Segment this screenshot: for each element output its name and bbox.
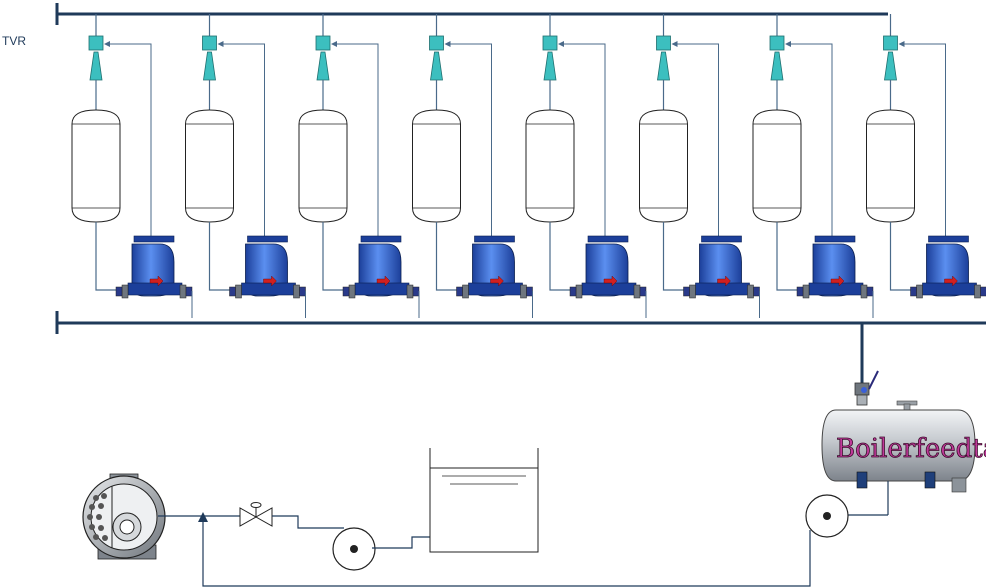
flow-arrow-icon: [263, 275, 277, 287]
control-valve[interactable]: [88, 35, 104, 81]
flow-arrow-icon: [376, 275, 391, 287]
process-unit: [71, 14, 193, 318]
process-vessel: [412, 109, 461, 223]
process-unit: [412, 14, 533, 318]
control-valve[interactable]: [883, 35, 898, 81]
process-vessel: [752, 109, 802, 223]
process-vessel: [185, 109, 234, 223]
tvr-label: TVR: [2, 34, 26, 48]
boiler: [82, 473, 166, 560]
control-valve[interactable]: [315, 35, 331, 81]
pump-to-tank-pipe: [372, 536, 430, 549]
steam-trap[interactable]: [683, 235, 760, 299]
feedtank-label: Boilerfeedtank: [836, 434, 986, 464]
flow-arrow-icon: [717, 275, 731, 287]
process-vessel: [298, 109, 348, 223]
control-valve[interactable]: [656, 35, 671, 81]
process-unit: [185, 14, 306, 318]
steam-trap[interactable]: [456, 235, 533, 299]
flow-arrow: [198, 512, 208, 522]
flow-arrow-icon: [149, 275, 164, 287]
process-vessel: [866, 109, 915, 223]
process-unit: [298, 14, 420, 318]
steam-trap[interactable]: [569, 235, 647, 299]
control-valve[interactable]: [202, 35, 217, 81]
steam-trap[interactable]: [796, 235, 874, 299]
flow-arrow-icon: [603, 275, 618, 287]
valve-to-pump-pipe: [272, 515, 344, 529]
process-unit: [752, 14, 874, 318]
tank-inlet-valve[interactable]: [854, 370, 879, 406]
process-unit: [525, 14, 647, 318]
steam-trap[interactable]: [115, 235, 193, 299]
steam-trap[interactable]: [229, 235, 306, 299]
flow-arrow-icon: [944, 275, 958, 287]
process-unit: [639, 14, 760, 318]
process-vessel: [525, 109, 575, 223]
process-vessel: [639, 109, 688, 223]
feed-return-pipe: [202, 516, 811, 587]
open-water-tank: [429, 448, 539, 553]
control-valve[interactable]: [429, 35, 444, 81]
control-valve[interactable]: [542, 35, 558, 81]
process-vessel: [71, 109, 121, 223]
feed-pump[interactable]: [805, 494, 849, 538]
flow-arrow-icon: [490, 275, 504, 287]
flow-arrow-icon: [830, 275, 845, 287]
control-valve[interactable]: [769, 35, 785, 81]
steam-trap[interactable]: [910, 235, 986, 299]
circulation-pump[interactable]: [332, 527, 376, 571]
process-units: [71, 14, 986, 318]
process-unit: [866, 14, 986, 299]
gate-valve[interactable]: [239, 502, 273, 527]
steam-trap[interactable]: [342, 235, 420, 299]
boiler-feed-tank: Boilerfeedtank: [821, 400, 986, 493]
